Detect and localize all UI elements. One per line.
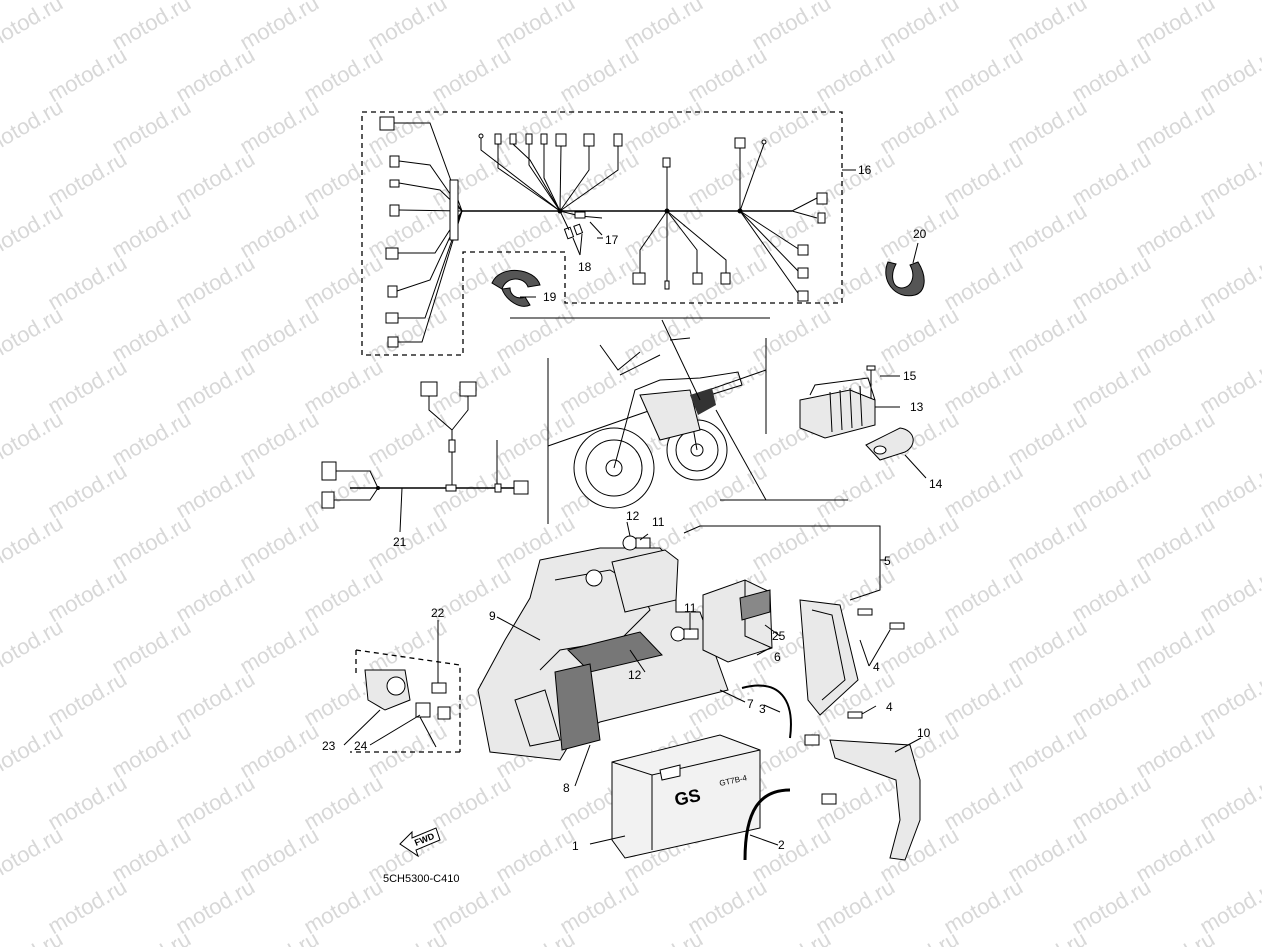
callout-23: 23 <box>322 739 336 753</box>
band-clip-19 <box>491 269 541 307</box>
callout-11a: 11 <box>652 515 665 529</box>
callout-4a: 4 <box>873 660 880 674</box>
callout-11b: 11 <box>684 601 697 615</box>
callout-22: 22 <box>431 606 445 620</box>
callout-1: 1 <box>572 839 579 853</box>
callout-21: 21 <box>393 535 407 549</box>
callout-3: 3 <box>759 702 766 716</box>
callout-19: 19 <box>543 290 557 304</box>
wire-harness-assembly <box>361 111 856 356</box>
callout-6: 6 <box>774 650 781 664</box>
callout-labels: 1 2 3 4 4 5 6 7 8 9 10 11 11 12 12 13 14… <box>322 163 943 885</box>
battery-box: GS GT7B-4 FWD <box>350 525 921 861</box>
band-clip-20 <box>885 242 925 297</box>
diagram-code: 5CH5300-C410 <box>383 873 459 885</box>
callout-18: 18 <box>578 260 592 274</box>
leader-lines <box>343 521 922 846</box>
callout-15: 15 <box>903 369 917 383</box>
callout-5: 5 <box>884 554 891 568</box>
callout-10: 10 <box>917 726 931 740</box>
callout-25: 25 <box>772 629 786 643</box>
callout-12b: 12 <box>628 668 642 682</box>
callout-20: 20 <box>913 227 927 241</box>
callout-4b: 4 <box>886 700 893 714</box>
callout-13: 13 <box>910 400 924 414</box>
callout-7: 7 <box>747 697 754 711</box>
sub-harness <box>321 381 529 533</box>
callout-16: 16 <box>858 163 872 177</box>
callout-8: 8 <box>563 781 570 795</box>
callout-24: 24 <box>354 739 368 753</box>
callout-17: 17 <box>605 233 619 247</box>
rectifier-regulator <box>799 365 927 479</box>
callout-14: 14 <box>929 477 943 491</box>
callout-12a: 12 <box>626 509 640 523</box>
motorcycle-overview <box>510 317 848 524</box>
callout-9: 9 <box>489 609 496 623</box>
callout-2: 2 <box>778 838 785 852</box>
